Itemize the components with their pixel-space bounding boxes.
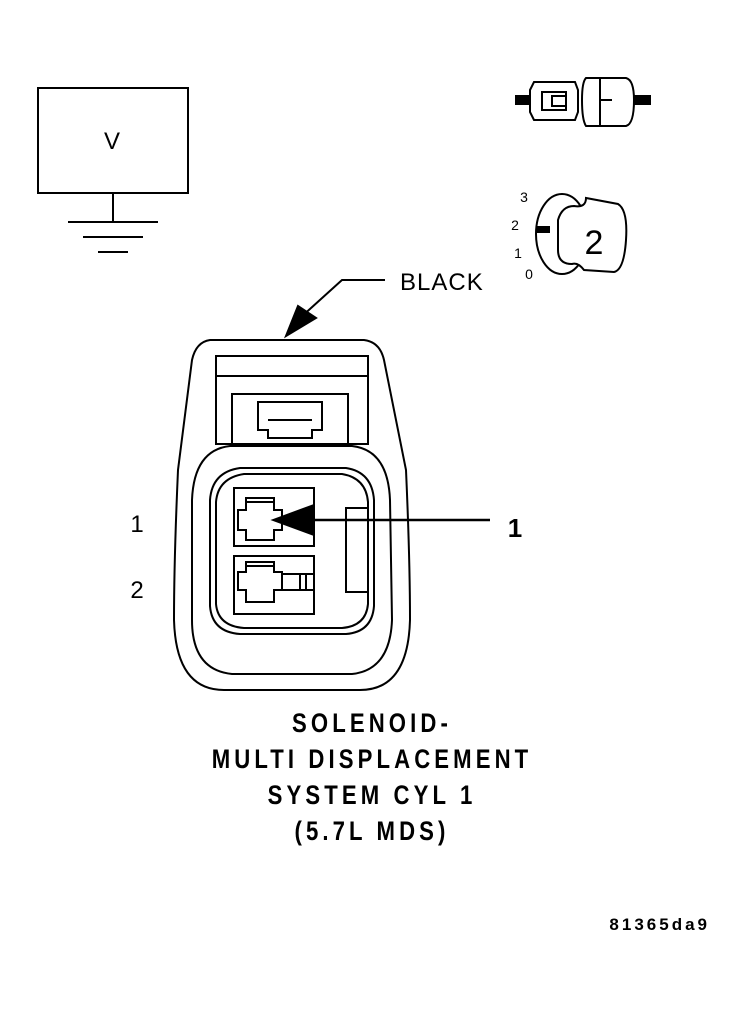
caption-line-3: SYSTEM CYL 1 (267, 780, 477, 810)
knob-scale-2: 2 (511, 217, 519, 233)
knob-scale-0: 0 (525, 266, 533, 282)
position-indicator-knob (535, 193, 628, 275)
pin-label-1: 1 (130, 511, 143, 538)
knob-scale-3: 3 (520, 189, 528, 205)
caption-line-1: SOLENOID- (292, 708, 452, 738)
callout-number: 1 (508, 513, 522, 543)
figure-code: 81365da9 (609, 915, 710, 934)
voltmeter-label: V (104, 128, 120, 155)
knob-value: 2 (585, 224, 604, 262)
connector-body (172, 339, 412, 691)
knob-scale-1: 1 (514, 245, 522, 261)
color-leader-arrow (283, 279, 385, 339)
connector-view-icon (515, 77, 651, 127)
caption-line-2: MULTI DISPLACEMENT (211, 744, 533, 774)
caption-line-4: (5.7L MDS) (294, 816, 450, 846)
voltmeter-symbol (37, 87, 189, 253)
pin-label-2: 2 (130, 577, 143, 604)
connector-color-label: BLACK (400, 269, 484, 296)
callout-arrow (270, 504, 490, 536)
